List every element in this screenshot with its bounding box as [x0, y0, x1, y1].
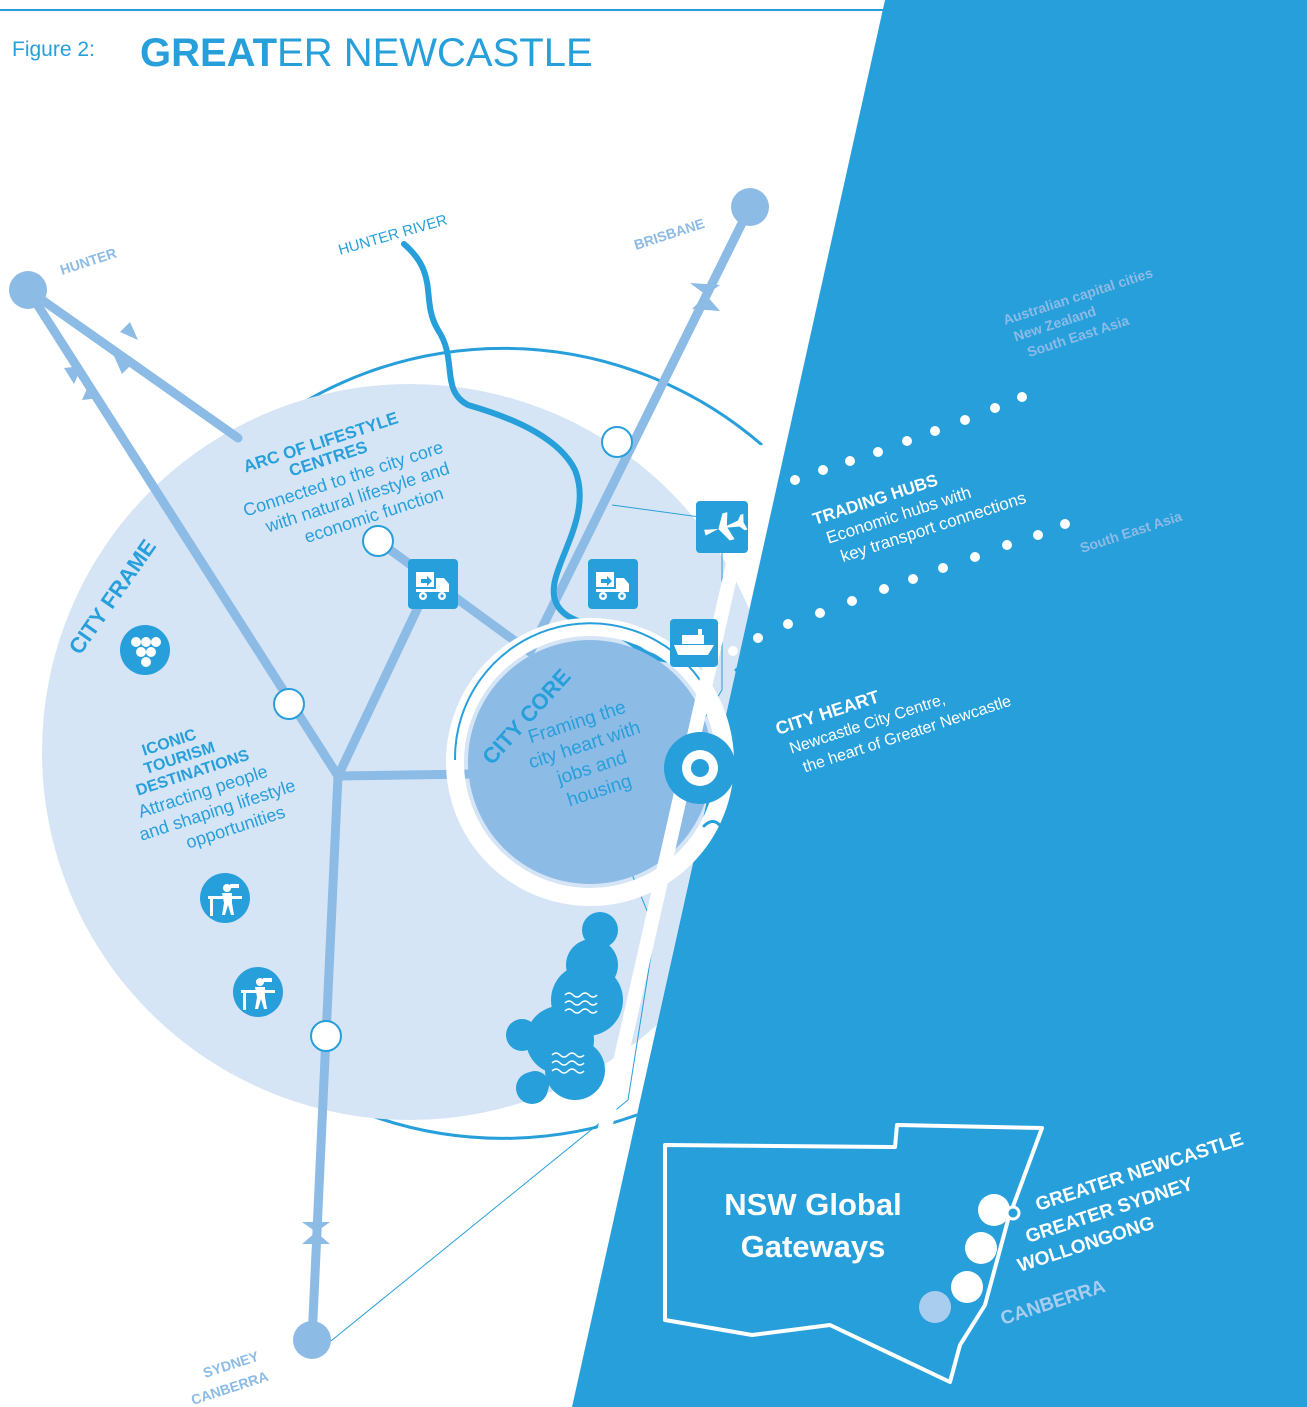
- label-canberra: CANBERRA: [189, 1368, 270, 1407]
- airport-markers: [64, 283, 720, 1244]
- city-heart-marker: [664, 732, 736, 804]
- figure-number: Figure 2:: [12, 38, 95, 61]
- ship-icon: [670, 619, 718, 667]
- label-hunter: HUNTER: [58, 245, 118, 278]
- figure-title: GREATER NEWCASTLE: [140, 31, 593, 75]
- city-core-area: [468, 640, 712, 884]
- lake-waves: [551, 992, 598, 1074]
- truck-icon: [588, 559, 638, 609]
- truck-icon: [408, 559, 458, 609]
- ocean-area: [572, 0, 1307, 1407]
- svg-text:Gateways: Gateways: [741, 1229, 886, 1264]
- sightseer-icon: [233, 967, 283, 1017]
- lifestyle-centres: [273, 426, 633, 1052]
- airplane-icon: [696, 501, 748, 553]
- svg-text:NSW Global: NSW Global: [724, 1187, 901, 1222]
- label-brisbane: BRISBANE: [632, 215, 706, 253]
- trade-route-dots: [728, 392, 1070, 656]
- label-hunter-river: HUNTER RIVER: [336, 211, 449, 258]
- destination-nodes: [9, 188, 769, 1359]
- nsw-global-gateways-title: NSW Global Gateways: [724, 1187, 901, 1264]
- gateway-markers: [919, 1194, 1021, 1323]
- grapes-icon: [120, 625, 170, 675]
- sightseer-icon: [200, 873, 250, 923]
- nsw-outline: [663, 1123, 1044, 1384]
